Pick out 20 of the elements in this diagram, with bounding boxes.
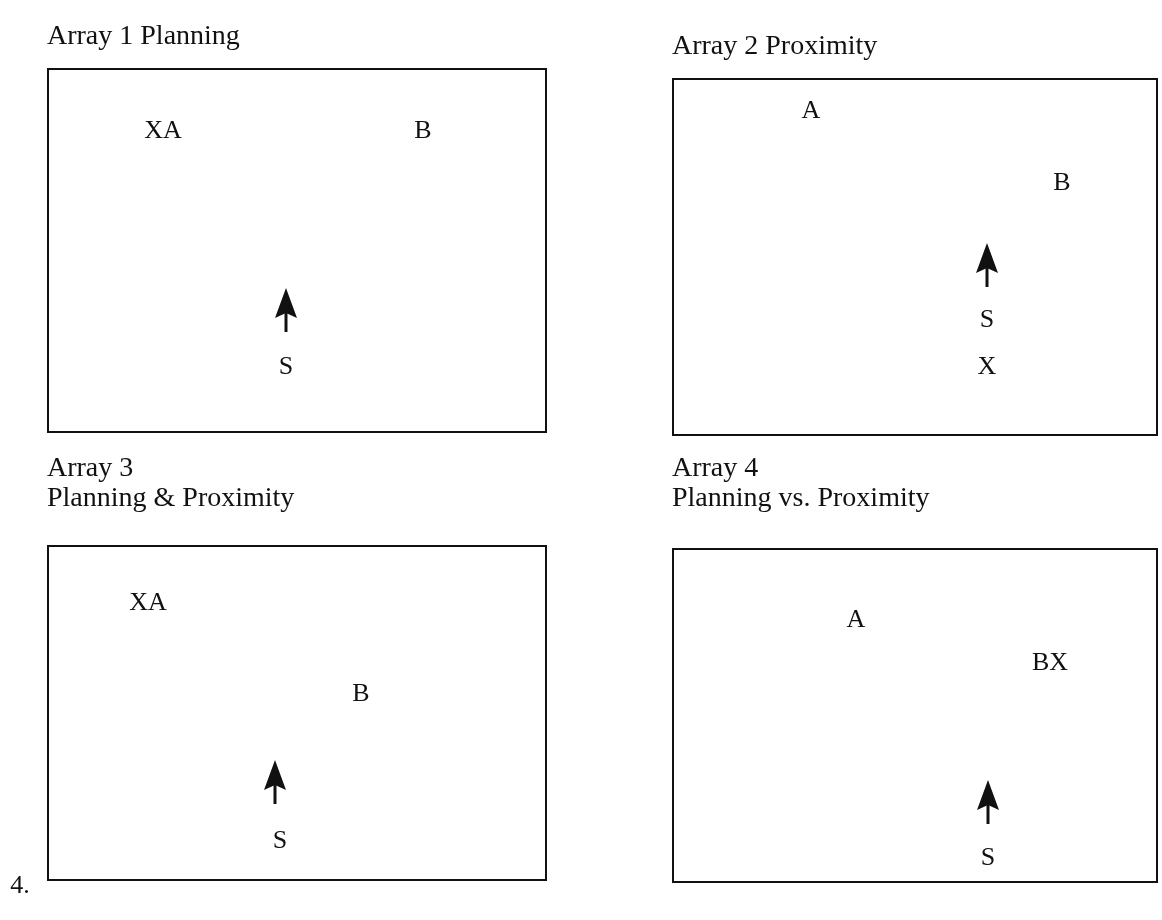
position-label: B	[414, 116, 432, 144]
panel-title: Array 1 Planning	[47, 20, 240, 50]
position-label: XA	[144, 116, 182, 144]
panel-title: Planning vs. Proximity	[672, 482, 930, 512]
position-label: B	[1053, 168, 1071, 196]
panel-title: Array 2 Proximity	[672, 30, 878, 60]
position-label: S	[272, 826, 288, 854]
position-label: S	[979, 305, 995, 333]
position-label: B	[352, 679, 370, 707]
panel-title: Planning & Proximity	[47, 482, 295, 512]
position-label: S	[980, 843, 996, 871]
position-label: S	[278, 352, 294, 380]
panel-title: Array 4	[672, 452, 759, 482]
position-label: A	[846, 605, 866, 633]
figure-number: 4.	[10, 871, 30, 899]
position-label: X	[977, 352, 997, 380]
position-label: BX	[1031, 648, 1069, 676]
position-label: XA	[129, 588, 167, 616]
position-label: A	[801, 96, 821, 124]
panel-title: Array 3	[47, 452, 134, 482]
